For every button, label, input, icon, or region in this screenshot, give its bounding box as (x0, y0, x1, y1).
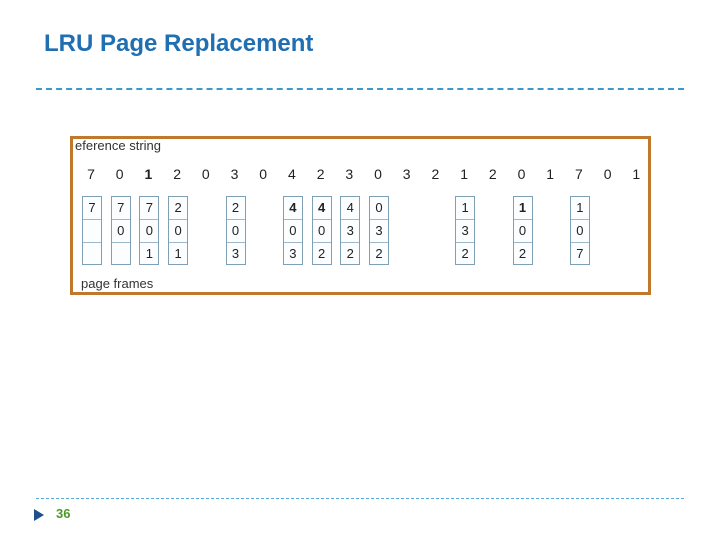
reference-value: 2 (316, 166, 325, 182)
frame-cell: 0 (283, 220, 302, 243)
reference-value: 3 (345, 166, 354, 182)
frame-cell (83, 220, 101, 243)
reference-value: 2 (488, 166, 497, 182)
reference-value: 3 (402, 166, 411, 182)
frame-cell: 1 (513, 197, 532, 220)
frame-cell: 7 (140, 197, 159, 220)
reference-value: 1 (460, 166, 468, 182)
frame-cell: 3 (289, 246, 297, 261)
reference-value: 4 (287, 166, 296, 182)
frame-cell: 2 (461, 246, 469, 261)
frame-cell: 3 (456, 220, 475, 243)
frame-cell: 1 (570, 197, 589, 220)
frame-cell: 1 (174, 246, 182, 261)
footer-divider (36, 498, 684, 499)
frame-cell: 3 (341, 220, 360, 243)
bullet-arrow-icon (34, 509, 44, 521)
reference-value: 0 (603, 166, 612, 182)
frame-cell: 0 (513, 220, 532, 243)
frame-cell: 0 (570, 220, 589, 243)
frame-cell: 2 (518, 246, 527, 261)
frame-cell: 0 (111, 220, 130, 243)
reference-value: 0 (517, 166, 526, 182)
frame-cell: 3 (370, 220, 388, 243)
frame-cell: 2 (169, 197, 188, 220)
frame-cell: 1 (145, 246, 153, 261)
frame-cell (83, 243, 101, 265)
frame-cell: 2 (375, 246, 383, 261)
frame-cell: 7 (83, 197, 101, 220)
frame-column: 7 (82, 196, 102, 265)
reference-value: 0 (259, 166, 268, 182)
reference-value: 0 (115, 166, 124, 182)
reference-value: 2 (173, 166, 181, 182)
reference-string-caption: eference string (75, 138, 161, 153)
slide-title: LRU Page Replacement (44, 30, 314, 57)
reference-value: 1 (144, 166, 153, 182)
reference-value: 3 (230, 166, 239, 182)
frame-cell: 2 (317, 246, 326, 261)
page-number: 36 (56, 506, 71, 521)
reference-value: 0 (201, 166, 210, 182)
reference-value: 1 (546, 166, 555, 182)
page-frames-caption: page frames (81, 276, 154, 291)
frame-cell: 4 (283, 197, 302, 220)
reference-value: 7 (87, 166, 95, 182)
reference-value: 1 (632, 166, 641, 182)
frame-cell: 1 (456, 197, 475, 220)
frame-cell: 0 (226, 220, 245, 243)
frame-cell: 7 (576, 246, 584, 261)
frame-cell: 0 (169, 220, 188, 243)
frame-cell: 4 (341, 197, 360, 220)
frame-cell: 0 (140, 220, 159, 243)
reference-value: 7 (574, 166, 583, 182)
frame-cell (112, 243, 130, 265)
frame-cell: 0 (370, 197, 388, 220)
frame-cell: 7 (111, 197, 130, 220)
frame-cell: 2 (226, 197, 245, 220)
title-divider (36, 88, 684, 90)
frame-cell: 4 (312, 197, 331, 220)
frame-cell: 3 (231, 246, 240, 261)
reference-value: 2 (431, 166, 440, 182)
frame-cell: 0 (312, 220, 331, 243)
frame-cell: 2 (346, 246, 354, 261)
reference-value: 0 (374, 166, 382, 182)
